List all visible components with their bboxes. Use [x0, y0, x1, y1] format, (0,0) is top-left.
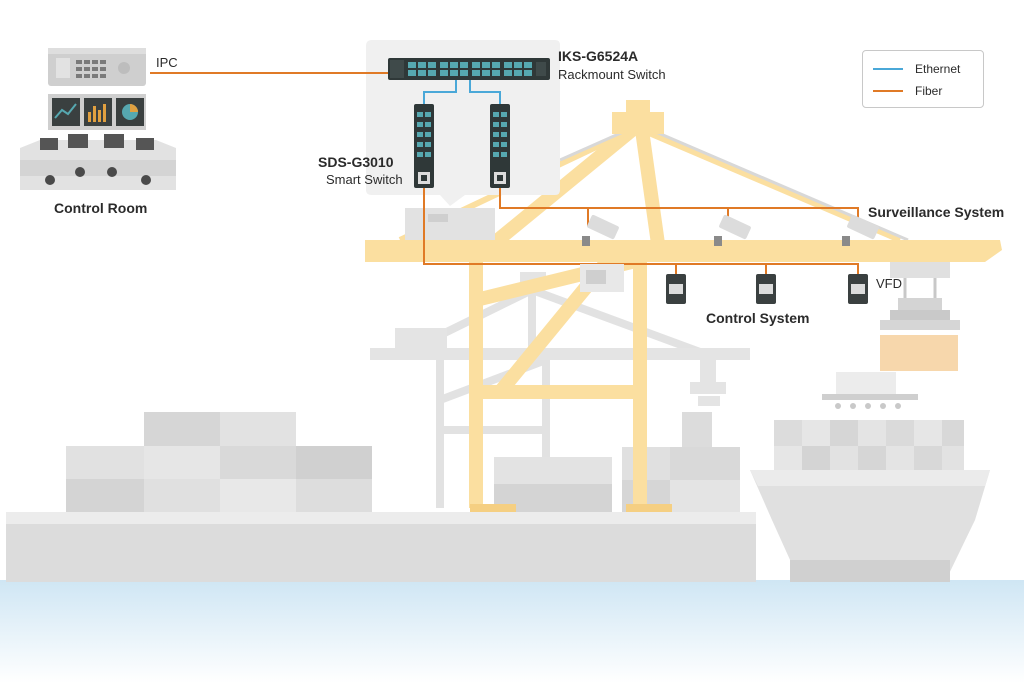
machine-house — [405, 208, 495, 240]
surveillance-camera — [582, 214, 619, 246]
ethernet-links — [423, 80, 501, 104]
control-system-label: Control System — [706, 310, 810, 326]
smart-switch-right — [490, 104, 510, 188]
vfd-device — [848, 274, 868, 304]
surveillance-camera — [714, 214, 751, 246]
quay — [6, 512, 756, 582]
legend-item-ethernet: Ethernet — [873, 61, 960, 77]
rackmount-desc-label: Rackmount Switch — [558, 67, 666, 82]
fiber-swatch — [873, 90, 903, 92]
control-room-label: Control Room — [54, 200, 148, 216]
smart-switch-left — [414, 104, 434, 188]
rackmount-switch — [388, 58, 550, 80]
vfd-label: VFD — [876, 276, 902, 291]
ship — [750, 372, 990, 582]
cargo-container — [880, 335, 958, 371]
smart-switch-desc-label: Smart Switch — [326, 172, 403, 187]
crane-boom — [365, 240, 1002, 262]
legend-label-fiber: Fiber — [915, 84, 943, 98]
legend: Ethernet Fiber — [862, 50, 984, 108]
control-device — [580, 264, 624, 292]
trolley-spreader — [880, 262, 960, 330]
ipc-device — [48, 48, 146, 86]
ipc-label: IPC — [156, 55, 178, 70]
surveillance-system-label: Surveillance System — [868, 204, 1005, 220]
crane-top-cab — [612, 112, 664, 134]
control-device — [756, 274, 776, 304]
water — [0, 580, 1024, 683]
ethernet-swatch — [873, 68, 903, 70]
surveillance-camera — [842, 214, 879, 246]
legend-label-ethernet: Ethernet — [915, 62, 961, 76]
rackmount-model-label: IKS-G6524A — [558, 48, 639, 64]
control-room — [20, 94, 176, 190]
container-stack-left — [66, 412, 372, 512]
fiber-links — [150, 72, 859, 274]
background-crane-boom — [370, 348, 750, 360]
legend-item-fiber: Fiber — [873, 83, 942, 99]
control-device — [666, 274, 686, 304]
smart-switch-model-label: SDS-G3010 — [318, 154, 394, 170]
